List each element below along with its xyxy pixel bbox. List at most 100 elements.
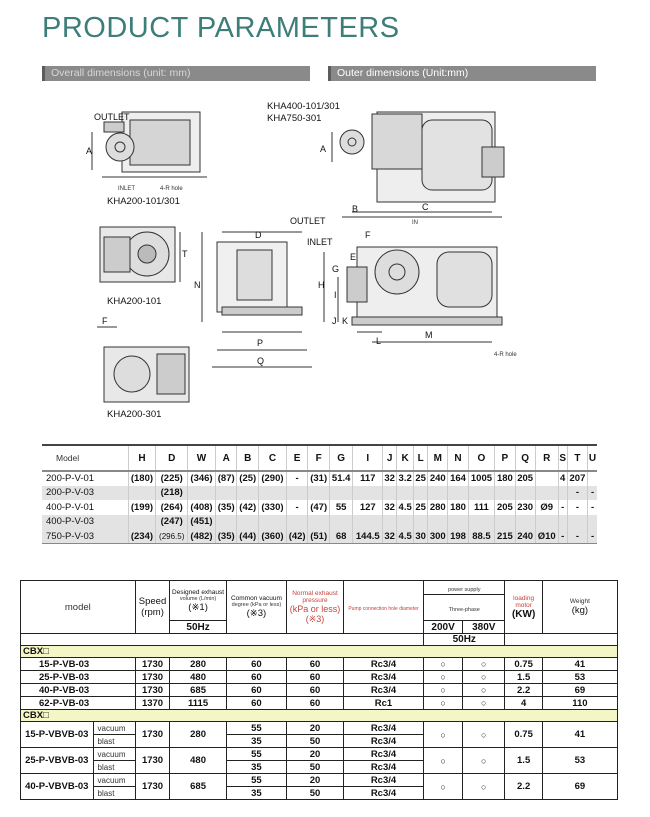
spec-model-cell: 15-P-VBVB-03 (20, 721, 94, 748)
dim-value-cell (352, 485, 383, 500)
spec-speed-cell: 1370 (134, 696, 171, 710)
spec-pressure-cell: 60 (286, 670, 344, 684)
dim-value-cell (534, 485, 559, 500)
spec-h-model: model (20, 580, 136, 634)
spec-vacuum-cell: 55 (225, 773, 288, 787)
spec-sub-vacuum: vacuum (92, 721, 136, 735)
spec-speed-cell: 1730 (134, 773, 171, 800)
page-title: PRODUCT PARAMETERS (42, 12, 400, 44)
spec-sub-blast: blast (92, 760, 136, 774)
dim-value-cell (534, 514, 559, 529)
dim-value-cell (447, 514, 469, 529)
dim-value-cell (307, 514, 330, 529)
dim-label-a1: A (86, 146, 92, 156)
dim-value-cell: 127 (352, 500, 383, 515)
spec-200v-cell: ○ (423, 683, 464, 697)
dim-value-cell: - (566, 529, 588, 544)
spec-category-row: CBX□ (20, 709, 618, 722)
spec-kw-cell: 4 (504, 696, 543, 710)
dim-value-cell (187, 485, 216, 500)
spec-kg-cell: 69 (541, 683, 619, 697)
spec-h-power: power supply (423, 580, 506, 595)
dim-value-cell: (346) (187, 471, 216, 486)
spec-kg-cell: 53 (541, 670, 619, 684)
dim-value-cell: 4 (557, 471, 568, 486)
dim-value-cell: - (285, 500, 308, 515)
dim-label-j: J (332, 316, 337, 326)
dim-value-cell (382, 485, 397, 500)
spec-connection-cell: Rc3/4 (342, 760, 425, 774)
spec-vacuum-cell: 35 (225, 734, 288, 748)
dim-value-cell (427, 514, 448, 529)
dim-value-cell (557, 485, 568, 500)
spec-exhaust-cell: 280 (169, 721, 227, 748)
spec-model-cell: 15-P-VB-03 (20, 657, 136, 671)
spec-sub-vacuum: vacuum (92, 747, 136, 761)
spec-speed-cell: 1730 (134, 683, 171, 697)
dim-value-cell: 230 (514, 500, 536, 515)
dim-value-cell: 25 (413, 500, 428, 515)
spec-speed-cell: 1730 (134, 670, 171, 684)
drawing-svg: OUTLET INLET 4-R hole KHA200-101/301 KHA… (86, 101, 517, 420)
spec-200v-cell: ○ (423, 747, 464, 774)
dim-value-cell (258, 485, 287, 500)
dim-value-cell: 4.5 (396, 500, 414, 515)
spec-h-380v: 380V (462, 620, 506, 634)
spec-sub-blast: blast (92, 786, 136, 800)
spec-pressure-cell: 60 (286, 683, 344, 697)
dim-model-cell: 400-P-V-01 (46, 501, 95, 513)
dim-value-cell (258, 514, 287, 529)
dim-value-cell (494, 485, 516, 500)
dim-value-cell (396, 485, 414, 500)
spec-exhaust-cell: 480 (169, 747, 227, 774)
dim-model-cell: 200-P-V-01 (46, 473, 95, 485)
spec-h-spacer-2 (504, 633, 618, 646)
dimension-table-row: 200-P-V-01(180)(225)(346)(87)(25)(290)-(… (42, 471, 597, 486)
dim-value-cell: (296.5) (155, 529, 188, 544)
dim-value-cell: (42) (285, 529, 308, 544)
dim-value-cell: (31) (307, 471, 330, 486)
dim-value-cell: 51.4 (328, 471, 353, 486)
dim-value-cell: (234) (127, 529, 156, 544)
dim-value-cell: (218) (155, 485, 188, 500)
dim-value-cell: (264) (155, 500, 188, 515)
spec-h-50hz-1: 50Hz (169, 620, 227, 634)
dim-value-cell (127, 485, 156, 500)
spec-model-cell: 25-P-VB-03 (20, 670, 136, 684)
dim-value-cell: (35) (214, 529, 237, 544)
spec-h-200v: 200V (423, 620, 464, 634)
col-k: K (396, 444, 414, 472)
dim-value-cell: (360) (258, 529, 287, 544)
col-b: B (236, 444, 259, 472)
col-model: Model (42, 444, 128, 472)
dimension-table-header: Model H D W A B C E F G I J K L M N O P … (42, 444, 597, 472)
spec-pressure-cell: 60 (286, 696, 344, 710)
spec-h-pump: Pump connection hole diameter (342, 580, 425, 634)
dim-label-i: I (334, 290, 337, 300)
spec-connection-cell: Rc3/4 (342, 734, 425, 748)
dim-value-cell (236, 514, 259, 529)
blower-mid-left-figure (99, 226, 181, 283)
dim-value-cell: 300 (427, 529, 448, 544)
dimension-table-body: 200-P-V-01(180)(225)(346)(87)(25)(290)-(… (42, 471, 597, 544)
label-hole-1: 4-R hole (160, 186, 183, 192)
dimension-table-row: 400-P-V-01(199)(264)(408)(35)(42)(330)-(… (42, 500, 597, 515)
label-model-bottom-left: KHA200-301 (107, 409, 161, 420)
dim-value-cell: Ø9 (534, 500, 559, 515)
col-w: W (187, 444, 216, 472)
dim-label-c: C (422, 202, 429, 212)
col-a: A (214, 444, 237, 472)
spec-h-speed: Speed(rpm) (134, 580, 171, 634)
dim-value-cell (127, 514, 156, 529)
spec-kw-cell: 2.2 (504, 773, 543, 800)
spec-category-label: CBX□ (20, 709, 618, 722)
dim-value-cell (514, 485, 536, 500)
dim-value-cell: - (566, 485, 588, 500)
spec-vacuum-cell: 60 (225, 683, 288, 697)
dim-value-cell (328, 485, 353, 500)
col-o: O (467, 444, 495, 472)
